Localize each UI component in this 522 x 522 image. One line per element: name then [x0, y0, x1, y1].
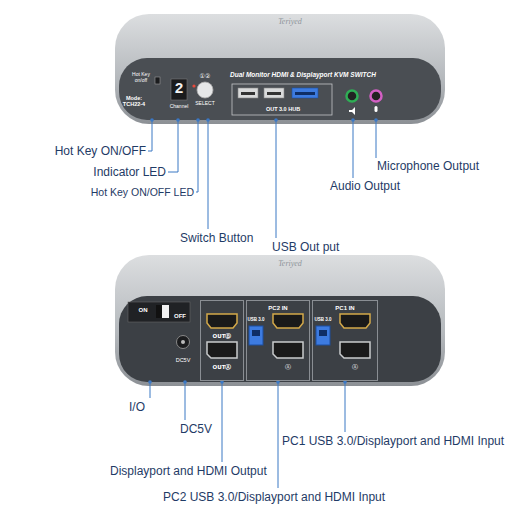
audio-jack	[347, 91, 358, 102]
callout-label: Hot Key ON/OFF LED	[91, 186, 194, 198]
dc-jack	[177, 336, 190, 349]
panel-text: OUTⒶ	[213, 364, 232, 370]
device-body	[115, 255, 445, 386]
hotkey-led	[192, 84, 195, 87]
leader-dot	[196, 118, 200, 122]
callout-label: Indicator LED	[93, 165, 166, 179]
leader-dot	[374, 118, 378, 122]
usb3-b-port	[316, 326, 330, 345]
panel-text: Teriyed	[278, 260, 302, 269]
leader-dot	[176, 118, 180, 122]
pc2-port-group: PC2 IN USB 3.0Ⓐ	[246, 300, 310, 381]
callout-label: DC5V	[180, 422, 212, 436]
front-panel: TeriyedHot Key on/off 2Channel ①② SELECT Mod…	[115, 12, 445, 124]
usb-port	[264, 88, 284, 98]
indicator-led	[171, 79, 187, 100]
select-button	[197, 82, 213, 98]
panel-text: Ⓐ	[352, 364, 358, 371]
leader-line	[353, 120, 354, 178]
displayport-port	[207, 342, 237, 358]
usb-port	[238, 88, 258, 98]
usb3-port	[292, 88, 318, 98]
power-switch-rocker	[156, 305, 162, 318]
usb-port-tongue	[267, 92, 281, 95]
hdmi-port	[273, 314, 303, 328]
pc1-port-group: PC1 IN USB 3.0Ⓐ	[312, 300, 378, 381]
hdmi-port	[340, 314, 370, 328]
leader-line	[376, 120, 377, 158]
leader-line	[150, 382, 151, 398]
leader-dot	[274, 118, 278, 122]
hotkey-switch	[155, 77, 160, 84]
usb-hub-frame	[232, 84, 332, 115]
leader-dot	[150, 118, 154, 122]
panel-text: Hot Key on/off	[129, 72, 153, 83]
usb-port-tongue	[319, 330, 327, 336]
leader-dot	[183, 380, 187, 384]
panel-text: DC5V	[176, 357, 191, 363]
leader-line	[148, 120, 152, 151]
displayport-port	[273, 342, 303, 358]
panel-text: OUTⒷ	[213, 333, 232, 339]
mic-jack	[371, 91, 382, 102]
callout-label: PC1 USB 3.0/Displayport and HDMI Input	[282, 434, 504, 448]
callout-label: PC2 USB 3.0/Displayport and HDMI Input	[163, 490, 385, 504]
power-switch	[156, 305, 169, 318]
front-face	[119, 58, 441, 120]
panel-text: OUT 3.0 HUB	[266, 106, 300, 112]
panel-text: Dual Monitor HDMI & Displayport KVM SWIT…	[230, 71, 376, 78]
output-port-group: OUTⒷ OUTⒶ	[200, 300, 244, 381]
speaker-icon	[349, 107, 355, 115]
panel-text: USB 3.0	[314, 318, 331, 323]
panel-text: Ⓐ	[285, 364, 291, 371]
power-switch-plate	[128, 302, 190, 322]
panel-text: ON	[139, 307, 148, 314]
callout-label: Displayport and HDMI Output	[110, 464, 267, 478]
leader-dot	[148, 380, 152, 384]
usb-port-tongue	[252, 330, 260, 336]
back-face	[119, 296, 441, 382]
dc-jack-pin	[181, 340, 185, 344]
leader-dot	[206, 118, 210, 122]
panel-text: 2	[174, 82, 183, 99]
displayport-port	[340, 342, 370, 358]
usb-port-tongue	[295, 92, 315, 95]
callout-label: Audio Output	[330, 179, 400, 193]
panel-text: PC1 IN	[335, 305, 354, 312]
usb-port-tongue	[241, 92, 255, 95]
leader-line	[185, 382, 186, 420]
panel-text: OFF	[174, 313, 186, 320]
leader-line	[278, 382, 279, 488]
panel-text: Channel	[170, 104, 189, 110]
callout-label: Microphone Output	[377, 159, 479, 173]
leader-line	[168, 120, 178, 172]
mic-icon	[375, 106, 378, 112]
panel-text: Mode: TCH22-4	[120, 95, 148, 107]
panel-text: USB 3.0	[247, 318, 264, 323]
panel-text: ①②	[200, 73, 211, 80]
panel-text: SELECT	[195, 101, 214, 107]
device-body	[115, 14, 445, 124]
usb3-b-port	[249, 326, 263, 345]
leader-line	[222, 382, 223, 462]
leader-line	[276, 120, 277, 238]
back-panel: TeriyedONOFFDC5VOUTⒷOUTⒶPC2 INUSB 3.0ⒶPC…	[115, 254, 445, 386]
leader-line	[345, 382, 346, 432]
panel-text: Teriyed	[278, 18, 302, 27]
hdmi-port	[207, 314, 237, 328]
callout-label: USB Out put	[272, 240, 339, 254]
callout-label: Switch Button	[180, 231, 253, 245]
leader-dot	[351, 118, 355, 122]
callout-label: Hot Key ON/OFF	[55, 144, 146, 158]
leader-line	[196, 120, 198, 192]
panel-text: PC2 IN	[268, 305, 287, 312]
leader-line	[208, 120, 209, 229]
callout-label: I/O	[129, 400, 145, 414]
